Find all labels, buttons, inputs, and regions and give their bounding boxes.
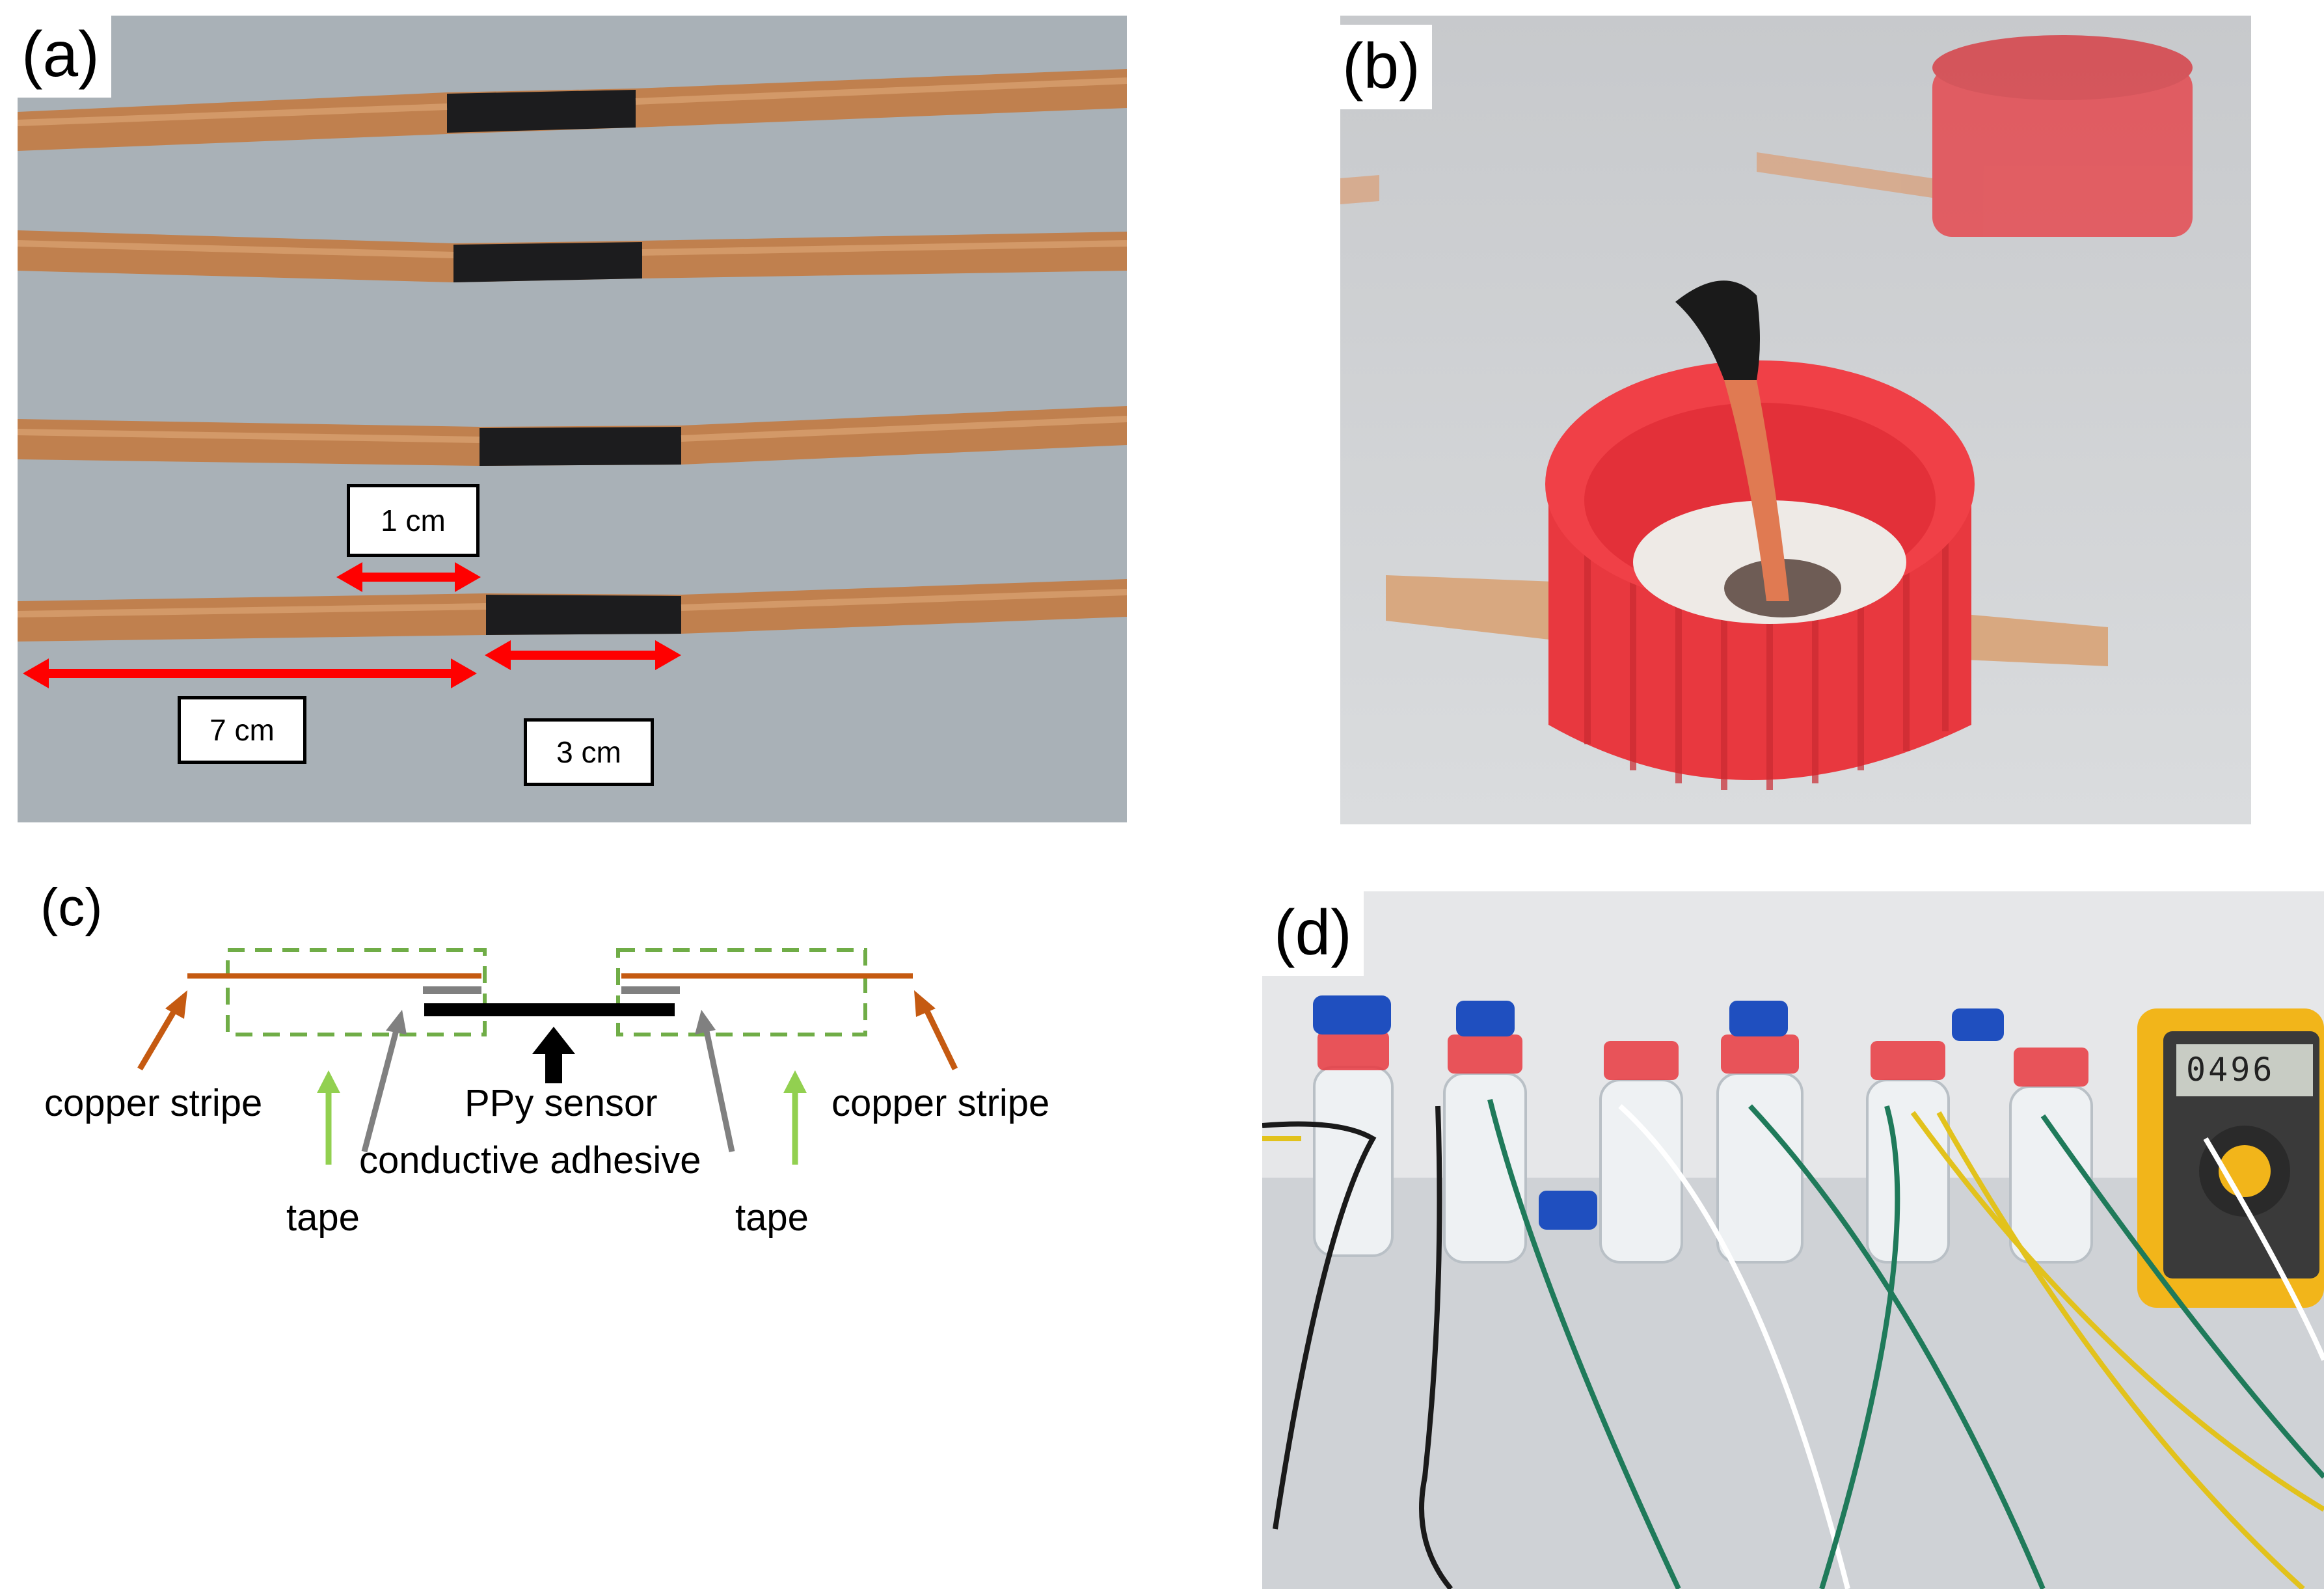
strip-2	[18, 230, 1127, 282]
arrow-tape-left	[317, 1070, 340, 1165]
tape-box-left	[226, 948, 487, 1036]
test-bench-illustration	[1262, 891, 2324, 1589]
label-3cm: 3 cm	[524, 718, 654, 786]
panel-label-c: (c)	[40, 878, 103, 937]
arrow-copper-right	[914, 990, 958, 1070]
background-cap	[1340, 35, 2193, 237]
panel-b-photo	[1340, 16, 2251, 824]
red-cap-illustration	[1340, 16, 2251, 824]
panel-label-b: (b)	[1331, 25, 1432, 109]
strip-1	[18, 69, 1127, 151]
arrow-sensor	[532, 1027, 575, 1083]
bottle-3	[1599, 1041, 1683, 1264]
dimension-arrows	[23, 562, 681, 688]
copper-stripe-right	[621, 973, 913, 979]
sensor-schematic	[137, 948, 958, 1165]
strip-3	[18, 406, 1127, 466]
meter-display: 0496	[2186, 1051, 2275, 1089]
arrow-adhesive-left	[361, 1010, 407, 1153]
panel-label-a: (a)	[10, 13, 111, 98]
adhesive-right	[621, 986, 680, 994]
strip-4	[18, 579, 1127, 642]
bottle-6	[2009, 1048, 2093, 1264]
arrow-adhesive-right	[695, 1010, 735, 1152]
loose-cap	[1539, 1191, 1597, 1230]
label-conductive-adhesive: conductive adhesive	[359, 1139, 701, 1182]
label-1cm: 1 cm	[347, 484, 480, 557]
wires	[1262, 1099, 2324, 1589]
label-7cm: 7 cm	[178, 696, 306, 764]
bottle-2	[1443, 1001, 1527, 1264]
arrow-copper-left	[137, 990, 187, 1071]
panel-c-diagram: copper stripe copper stripe PPy sensor c…	[0, 865, 1145, 1282]
panel-label-d: (d)	[1262, 891, 1364, 976]
bottle-4	[1716, 1001, 1804, 1264]
panel-d-photo: 0496	[1262, 891, 2324, 1589]
label-tape-left: tape	[286, 1197, 360, 1239]
arrow-tape-right	[783, 1070, 807, 1165]
label-copper-stripe-right: copper stripe	[831, 1082, 1050, 1124]
bottles	[1313, 995, 2093, 1264]
panel-a-photo: 1 cm 7 cm 3 cm	[18, 16, 1127, 822]
bottle-1	[1313, 995, 1394, 1257]
copper-strips-illustration	[18, 16, 1127, 822]
foreground-cap	[1386, 280, 2108, 790]
label-copper-stripe-left: copper stripe	[44, 1082, 263, 1124]
tape-box-right	[616, 948, 867, 1036]
ppy-sensor-bar	[424, 1003, 675, 1016]
bottle-5	[1866, 1008, 2004, 1264]
label-ppy-sensor: PPy sensor	[465, 1082, 658, 1124]
multimeter	[2137, 1008, 2324, 1308]
adhesive-left	[423, 986, 481, 994]
label-tape-right: tape	[735, 1197, 809, 1239]
copper-stripe-left	[187, 973, 481, 979]
